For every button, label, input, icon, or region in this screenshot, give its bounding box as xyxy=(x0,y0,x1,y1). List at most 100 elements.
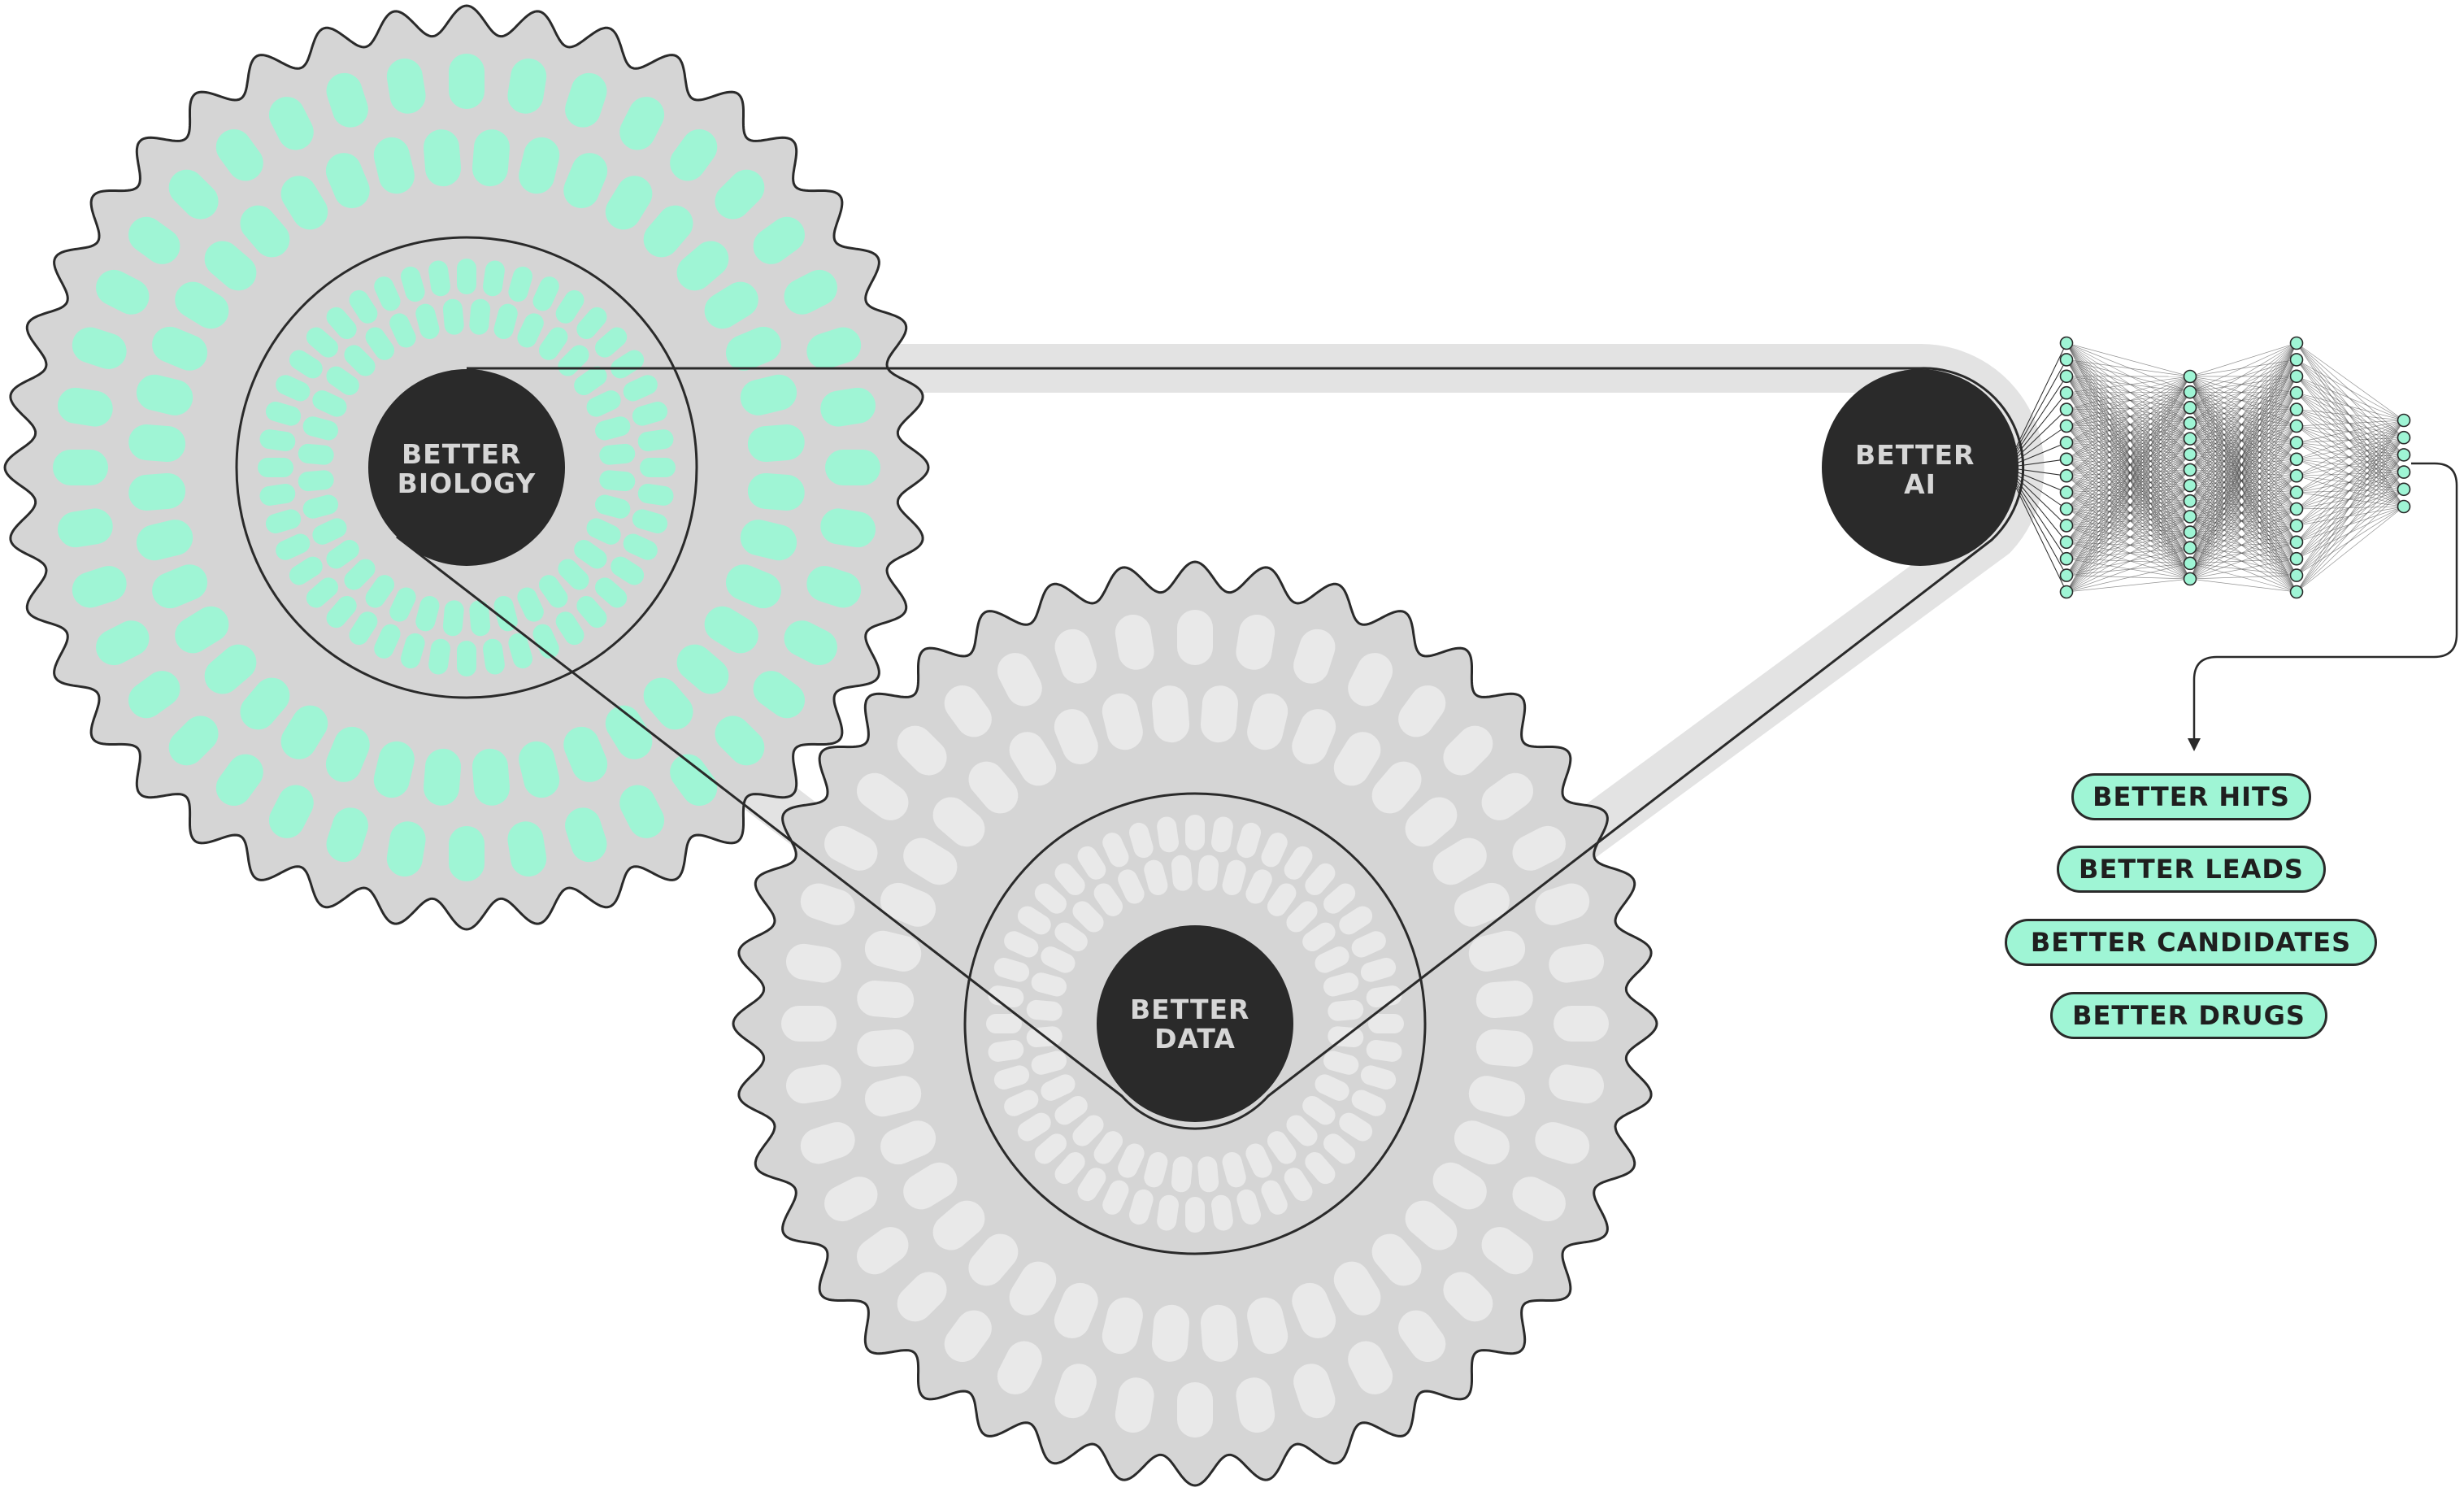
gear-inner-capsule xyxy=(1128,1189,1154,1225)
network-node xyxy=(2289,468,2304,483)
gear-capsule xyxy=(670,754,718,806)
gear-capsule xyxy=(128,671,180,719)
gear-capsule xyxy=(1481,1227,1533,1275)
hub-label-ai: BETTER AI xyxy=(1855,439,1985,500)
network-node xyxy=(2289,485,2304,499)
network-node xyxy=(2183,401,2197,415)
network-node xyxy=(2059,419,2074,433)
gear-inner-capsule xyxy=(993,1065,1030,1090)
gear-capsule xyxy=(1432,837,1487,885)
gear-inner-capsule xyxy=(558,559,589,590)
gear-capsule xyxy=(944,1310,992,1362)
gear-inner-capsule xyxy=(595,416,631,441)
network-node xyxy=(2059,468,2074,483)
gear-inner-capsule xyxy=(1144,859,1168,895)
gear-capsule xyxy=(1236,614,1275,670)
gear-inner-capsule xyxy=(1315,946,1349,973)
gear-inner-capsule xyxy=(442,298,464,335)
gear-inner-capsule xyxy=(1102,1180,1129,1215)
gear-inner-capsule xyxy=(574,539,607,569)
gear-capsule xyxy=(1293,1364,1336,1419)
gear-capsule xyxy=(747,424,805,463)
gear-inner-capsule xyxy=(1017,1112,1051,1142)
gear-inner-capsule xyxy=(611,556,645,585)
gear-inner-capsule xyxy=(1185,815,1205,850)
gear-capsule xyxy=(373,137,415,194)
gear-capsule xyxy=(96,620,150,666)
gear-inner-capsule xyxy=(1157,816,1179,853)
gear-capsule xyxy=(1475,981,1533,1019)
gear-inner-capsule xyxy=(1267,883,1297,916)
gear-capsule xyxy=(240,677,290,730)
gear-capsule xyxy=(1454,1120,1510,1165)
gear-capsule xyxy=(857,1029,915,1067)
gear-inner-capsule xyxy=(1157,1194,1179,1231)
gear-inner-capsule xyxy=(1118,869,1145,904)
gear-inner-capsule xyxy=(1222,1152,1246,1188)
gear-capsule xyxy=(386,58,426,114)
gear-capsule xyxy=(136,374,193,415)
gear-inner-capsule xyxy=(1236,822,1262,859)
gear-inner-capsule xyxy=(400,633,425,669)
gear-inner-capsule xyxy=(1222,859,1246,895)
gear-capsule xyxy=(175,606,229,654)
gear-capsule xyxy=(424,748,462,806)
gear-capsule xyxy=(785,1064,841,1104)
gear-inner-capsule xyxy=(1185,1197,1205,1233)
gear-inner-capsule xyxy=(538,327,568,360)
network-node xyxy=(2059,436,2074,450)
network-node xyxy=(2059,385,2074,400)
gear-capsule xyxy=(784,269,837,315)
gear-capsule xyxy=(676,644,729,694)
gear-capsule xyxy=(1200,1304,1238,1362)
gear-inner-capsule xyxy=(1211,816,1233,853)
gear-capsule xyxy=(472,129,510,187)
gear-capsule xyxy=(204,241,257,291)
gear-inner-capsule xyxy=(517,587,544,622)
gear-inner-capsule xyxy=(442,600,464,637)
gear-capsule xyxy=(1554,1006,1609,1042)
gear-inner-capsule xyxy=(1323,883,1356,914)
gear-inner-capsule xyxy=(1031,972,1067,997)
gear-capsule xyxy=(1177,1382,1213,1438)
gear-capsule xyxy=(1333,1261,1381,1316)
network-node xyxy=(2059,402,2074,416)
gear-capsule xyxy=(1371,761,1422,814)
gear-inner-capsule xyxy=(1093,883,1123,916)
gear-inner-capsule xyxy=(365,327,395,360)
gear-inner-capsule xyxy=(298,443,334,465)
gear-capsule xyxy=(1512,1177,1566,1222)
gear-capsule xyxy=(800,883,855,925)
gear-capsule xyxy=(1152,1304,1190,1362)
gear-inner-capsule xyxy=(1144,1152,1168,1188)
gear-inner-capsule xyxy=(428,638,450,675)
gear-capsule xyxy=(1405,797,1458,847)
gear-capsule xyxy=(565,807,607,863)
network-node xyxy=(2183,510,2197,524)
gear-capsule xyxy=(784,620,837,666)
gear-inner-capsule xyxy=(365,575,395,608)
gear-capsule xyxy=(268,785,314,838)
network-node xyxy=(2183,432,2197,446)
gear-inner-capsule xyxy=(289,350,323,379)
gear-capsule xyxy=(897,1272,947,1322)
gear-capsule xyxy=(753,216,805,264)
gear-inner-capsule xyxy=(1305,1152,1336,1185)
gear-inner-capsule xyxy=(993,957,1030,982)
network-node xyxy=(2397,499,2411,514)
gear-capsule xyxy=(968,1233,1019,1286)
gear-inner-capsule xyxy=(1171,1156,1193,1193)
gear-inner-capsule xyxy=(1077,846,1106,880)
gear-inner-capsule xyxy=(326,366,359,396)
gear-capsule xyxy=(152,326,208,371)
gear-capsule xyxy=(1475,1029,1533,1067)
gear-inner-capsule xyxy=(306,577,338,608)
gear-inner-capsule xyxy=(265,509,302,534)
network-edges xyxy=(2066,342,2405,593)
gear-inner-capsule xyxy=(1004,1090,1039,1116)
gear-inner-capsule xyxy=(555,289,584,324)
gear-inner-capsule xyxy=(1302,1095,1336,1125)
gear-capsule xyxy=(136,520,193,561)
gear-capsule xyxy=(1468,930,1526,972)
